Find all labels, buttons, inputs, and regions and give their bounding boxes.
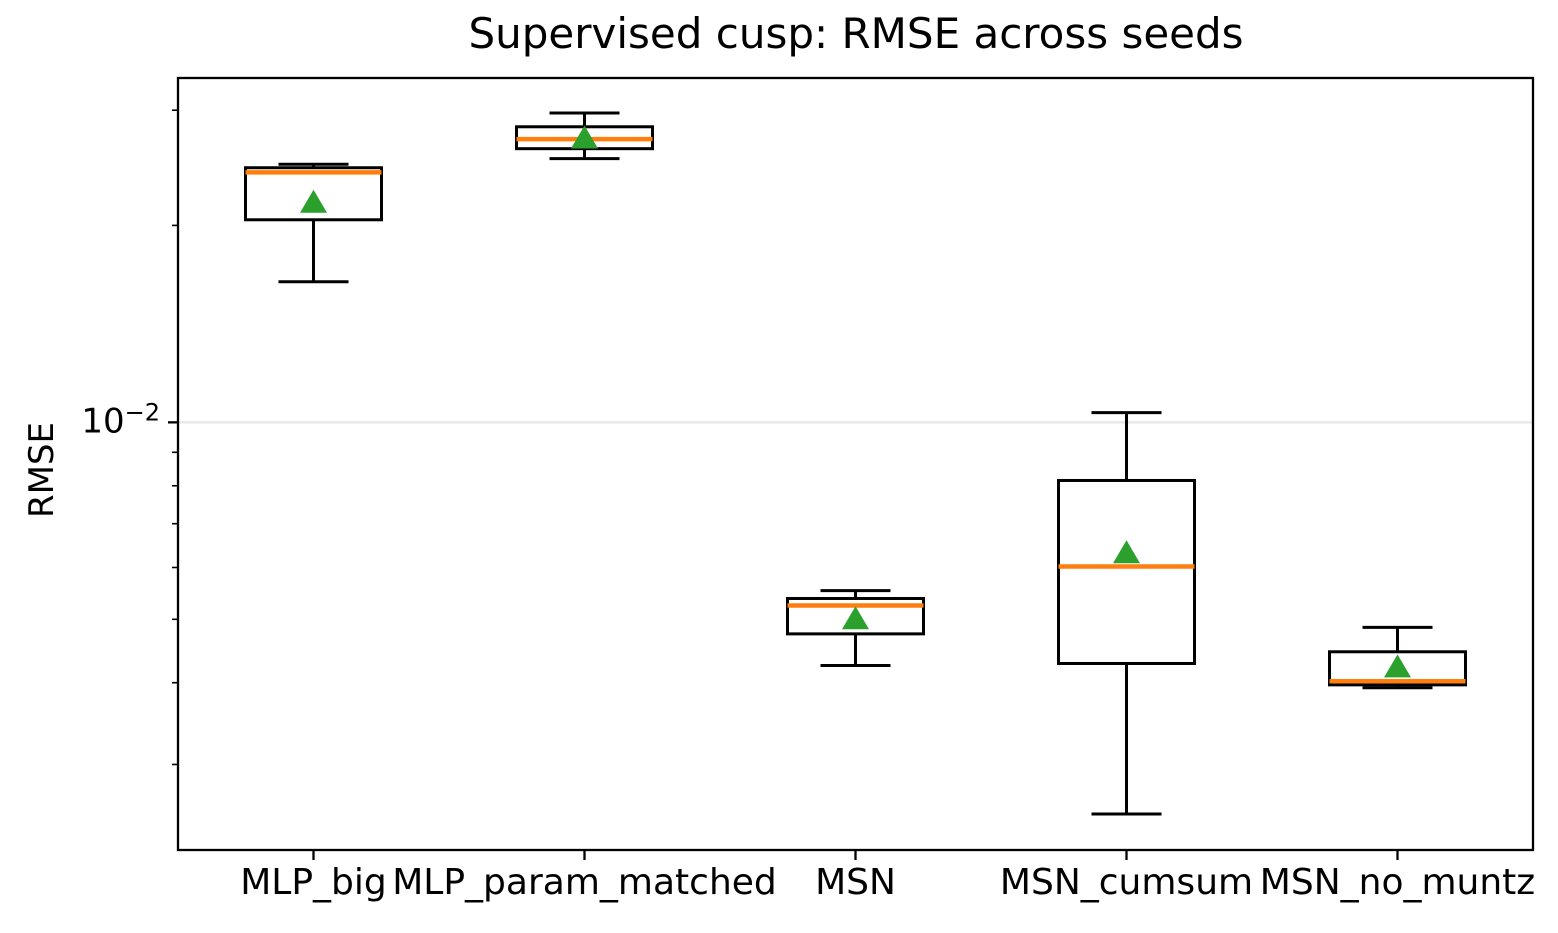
x-tick-label-MLP_param_matched: MLP_param_matched bbox=[392, 862, 777, 903]
mean-marker-MSN_no_muntz bbox=[1384, 654, 1411, 678]
box-MSN_cumsum bbox=[1057, 478, 1196, 665]
axes-frame bbox=[176, 76, 1535, 852]
mean-marker-MLP_param_matched bbox=[571, 125, 598, 149]
y-tick-exponent: −2 bbox=[124, 398, 160, 427]
y-tick-base: 10 bbox=[81, 401, 125, 442]
x-tick-label-MSN_cumsum: MSN_cumsum bbox=[999, 862, 1254, 903]
x-tick-label-MSN: MSN bbox=[815, 862, 896, 903]
mean-marker-MSN bbox=[842, 606, 869, 630]
chart-title: Supervised cusp: RMSE across seeds bbox=[468, 9, 1244, 58]
y-major-tick-label: 10−2 bbox=[0, 400, 160, 438]
x-tick-label-MLP_big: MLP_big bbox=[240, 862, 387, 903]
mean-marker-MLP_big bbox=[300, 189, 327, 213]
mean-marker-MSN_cumsum bbox=[1113, 540, 1140, 564]
x-tick-label-MSN_no_muntz: MSN_no_muntz bbox=[1259, 862, 1536, 903]
